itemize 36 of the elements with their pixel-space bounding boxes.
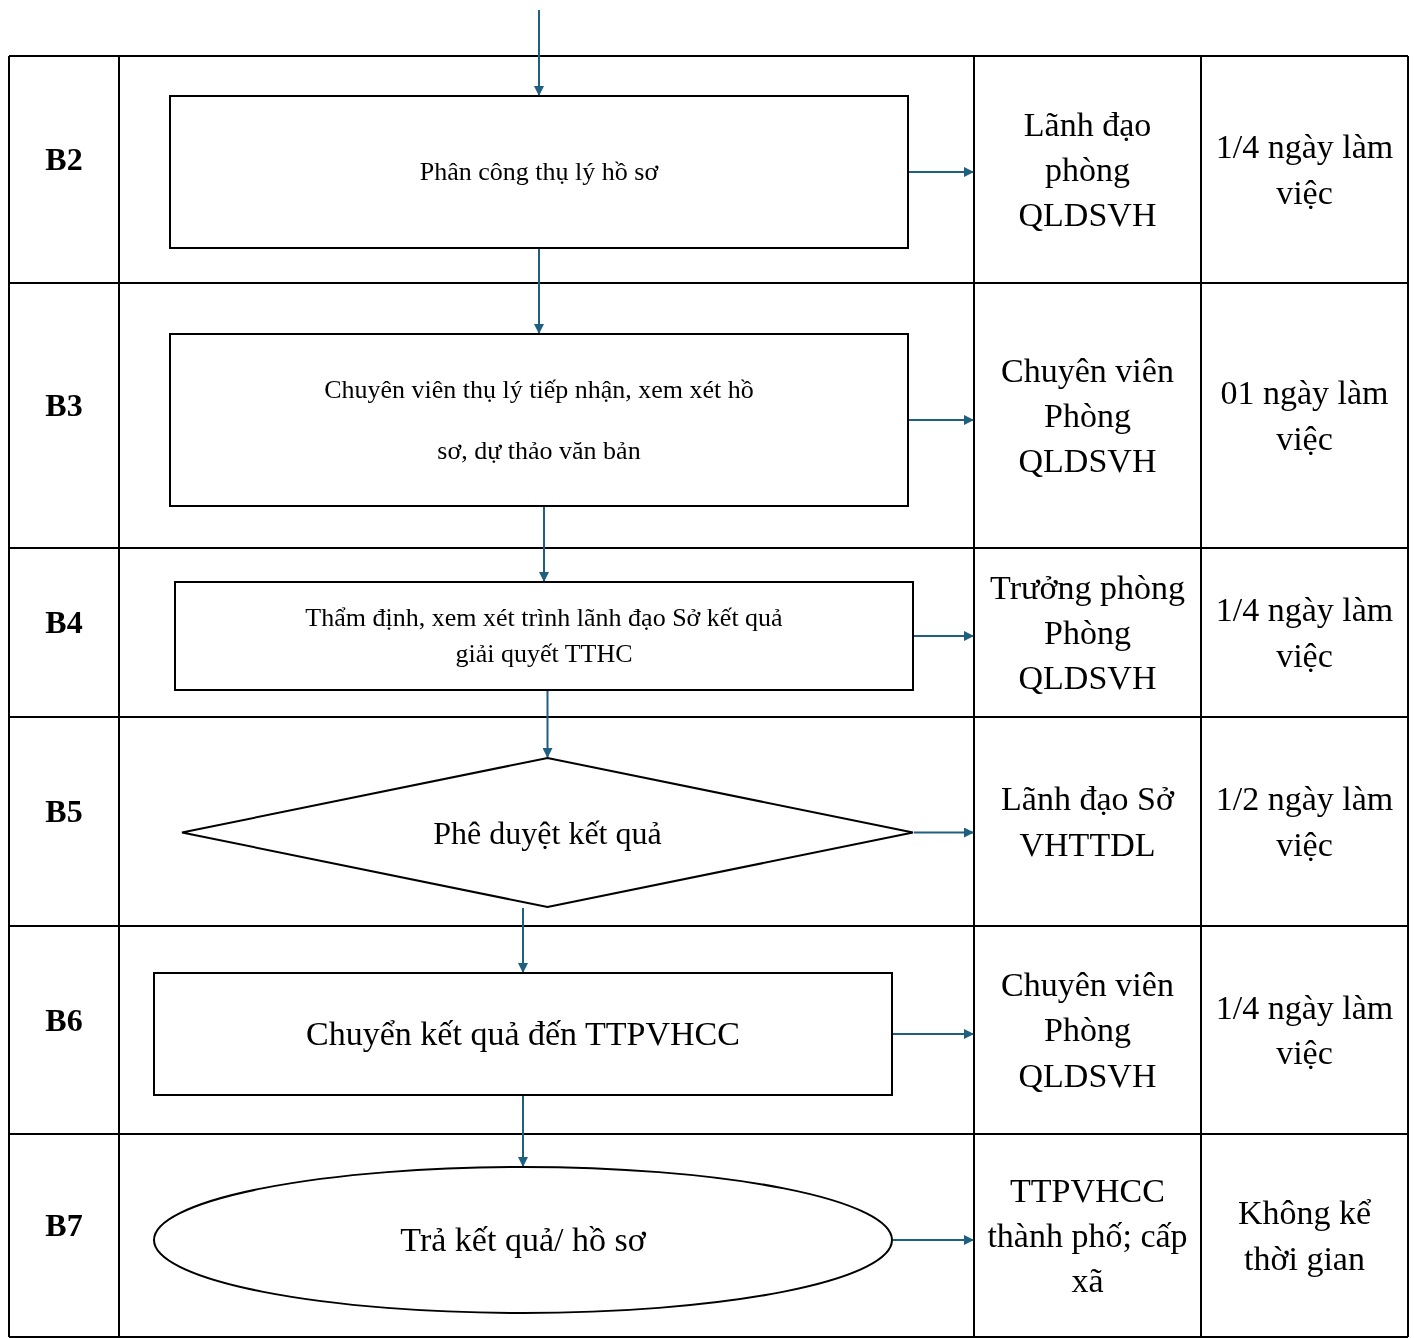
- decision-diamond: Phê duyệt kết quả: [181, 757, 914, 908]
- step-label: B6: [44, 1000, 84, 1040]
- arrow: [518, 1095, 528, 1167]
- process-box: Chuyên viên thụ lý tiếp nhận, xem xét hồ sơ, dự thảo văn bản: [169, 333, 909, 507]
- step-label: B5: [44, 792, 84, 832]
- process-box: Thẩm định, xem xét trình lãnh đạo Sở kết quả giải quyết TTHC: [174, 581, 914, 691]
- arrow: [534, 9, 544, 96]
- duration-text: 1/4 ngày làm việc: [1214, 987, 1395, 1073]
- responsible-cell: Trưởng phòng Phòng QLDSVH: [974, 548, 1201, 717]
- arrow: [518, 907, 528, 973]
- arrow: [913, 631, 974, 641]
- step-label: B7: [44, 1206, 84, 1246]
- duration-text: 1/2 ngày làm việc: [1214, 779, 1395, 865]
- step-label: B2: [44, 140, 84, 180]
- terminal-ellipse: Trả kết quả/ hồ sơ: [153, 1166, 893, 1314]
- process-box: Phân công thụ lý hồ sơ: [169, 95, 909, 249]
- arrow: [539, 506, 549, 582]
- arrow: [908, 167, 974, 177]
- arrow: [908, 415, 974, 425]
- process-box: Chuyển kết quả đến TTPVHCC: [153, 972, 893, 1096]
- step-label: B3: [44, 386, 84, 426]
- responsible-cell: Lãnh đạo Sở VHTTDL: [974, 717, 1201, 926]
- responsible-cell: TTPVHCC thành phố; cấp xã: [974, 1134, 1201, 1337]
- duration-text: 01 ngày làm việc: [1219, 373, 1390, 459]
- responsible-cell: Chuyên viên Phòng QLDSVH: [974, 926, 1201, 1134]
- duration-text: 1/4 ngày làm việc: [1214, 590, 1395, 676]
- arrow: [892, 1029, 974, 1039]
- responsible-cell: Lãnh đạo phòng QLDSVH: [974, 56, 1201, 283]
- arrow: [892, 1235, 974, 1245]
- arrow: [542, 690, 553, 758]
- arrow: [534, 248, 544, 334]
- duration-text: Không kể thời gian: [1236, 1193, 1373, 1279]
- arrow: [913, 827, 974, 838]
- step-label: B4: [44, 603, 84, 643]
- responsible-cell: Chuyên viên Phòng QLDSVH: [974, 283, 1201, 548]
- duration-text: 1/4 ngày làm việc: [1214, 127, 1395, 213]
